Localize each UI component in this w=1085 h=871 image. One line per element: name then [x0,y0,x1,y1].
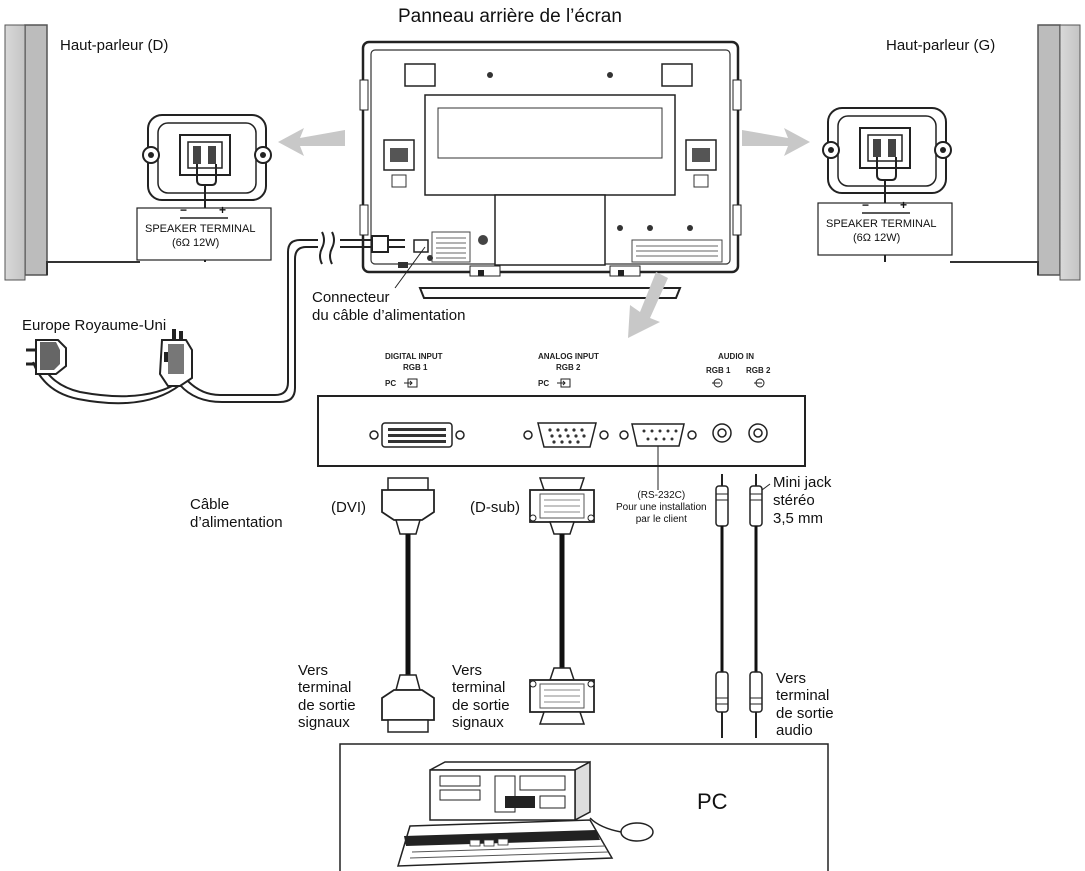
speaker-right-polarity-minus: − [180,203,188,217]
audio-cable-1 [715,474,729,738]
pc-label: PC [697,789,728,814]
dvi-cable [381,477,435,733]
dvi-label: (DVI) [331,499,366,516]
speaker-left-terminal [822,107,952,262]
uk-plug-icon [158,329,193,387]
input-arrow-icon [404,378,765,388]
diagram-title: Panneau arrière de l’écran [398,6,622,27]
speaker-right-cabinet [4,24,140,281]
analog-rgb-label: RGB 2 [556,363,581,372]
to-signal-dsub-label: Vers terminal de sortie signaux [452,662,510,731]
arrow-to-input-panel [628,272,668,338]
minijack-callout-line [761,483,771,491]
rs232c-label: (RS-232C) Pour une installation par le c… [616,490,707,525]
audio-in-label: AUDIO IN [718,352,754,361]
dsub-cable [529,477,595,725]
speaker-left-cabinet [950,24,1081,281]
to-signal-dvi-label: Vers terminal de sortie signaux [298,662,356,731]
audio-rgb2-label: RGB 2 [746,366,771,375]
pc-frame [339,743,829,871]
speaker-right-terminal-label: SPEAKER TERMINAL [145,223,256,235]
speaker-right-terminal-label-box [136,207,272,261]
europe-plug-icon [26,339,67,375]
to-audio-label: Vers terminal de sortie audio [776,670,834,739]
power-cable [32,231,405,405]
speaker-left-terminal-spec: (6Ω 12W) [853,232,901,244]
monitor-rear-panel [359,40,742,299]
speaker-left-polarity-minus: − [862,198,870,212]
speaker-right-label: Haut-parleur (D) [60,37,169,54]
speaker-right-terminal [142,114,272,262]
speaker-right-polarity-plus: + [219,203,227,217]
speaker-left-terminal-label: SPEAKER TERMINAL [826,218,937,230]
pc-computer-icon [396,760,654,867]
audio-cable-2 [749,474,763,738]
digital-rgb-label: RGB 1 [403,363,428,372]
arrow-to-left-speaker [742,128,810,156]
speaker-right-terminal-spec: (6Ω 12W) [172,237,220,249]
power-connector-label: Connecteur du câble d’alimentation [312,289,466,324]
analog-pc-label: PC [538,379,550,388]
audio-rgb1-label: RGB 1 [706,366,731,375]
plug-region-label: Europe Royaume-Uni [22,317,167,334]
arrow-to-right-speaker [278,128,345,156]
dsub-label: (D-sub) [470,499,521,516]
speaker-left-terminal-label-box [817,202,953,256]
digital-pc-label: PC [385,379,397,388]
connector-pointer [394,246,426,289]
minijack-label: Mini jack stéréo 3,5 mm [773,474,832,527]
power-cable-label: Câble d’alimentation [190,496,283,531]
input-panel [317,395,806,467]
speaker-left-label: Haut-parleur (G) [886,37,996,54]
speaker-left-polarity-plus: + [900,198,908,212]
digital-input-label: DIGITAL INPUT [385,352,443,361]
analog-input-label: ANALOG INPUT [538,352,599,361]
